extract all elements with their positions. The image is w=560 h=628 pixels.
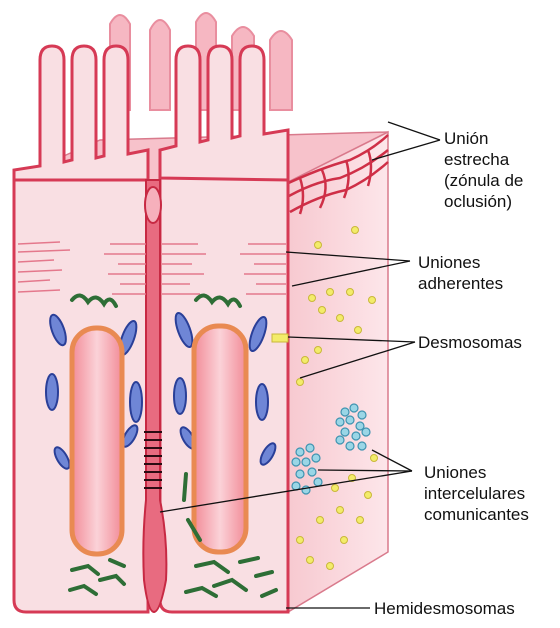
label-hemidesmosomes: Hemidesmosomas (374, 598, 515, 619)
label-tight-junction: Unión estrecha (zónula de oclusión) (444, 128, 523, 212)
label-gap-junctions: Uniones intercelulares comunicantes (424, 462, 529, 525)
desmosome-plug (272, 334, 288, 342)
label-desmosomes: Desmosomas (418, 332, 522, 353)
label-adherens: Uniones adherentes (418, 252, 503, 294)
